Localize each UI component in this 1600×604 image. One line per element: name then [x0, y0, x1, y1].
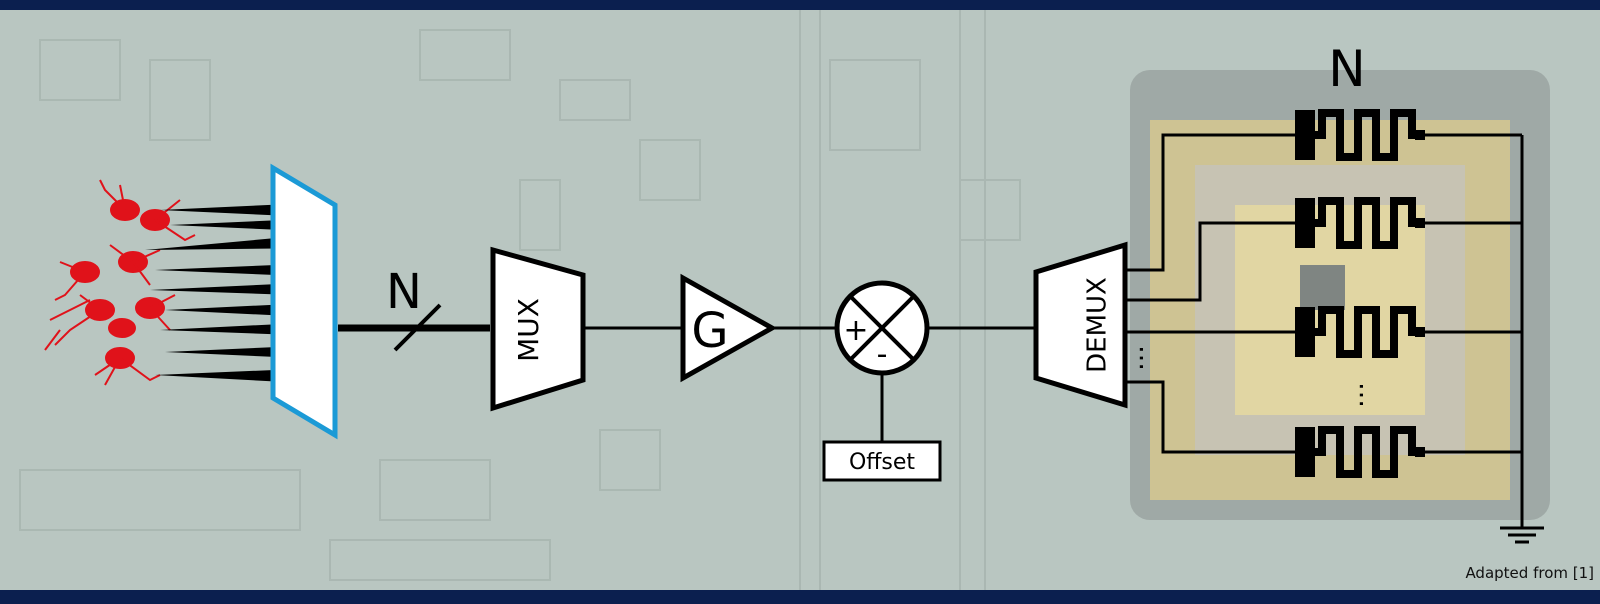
ground-icon: [1500, 526, 1544, 544]
chip-background: [1130, 70, 1550, 520]
demux-output-wires: [1125, 133, 1524, 528]
plus-sign: +: [843, 313, 868, 348]
sensor-ellipsis: …: [1340, 382, 1370, 408]
neuron-cluster: [44, 179, 196, 386]
sensor-resistor-3: [1295, 306, 1425, 358]
offset-label: Offset: [849, 450, 915, 475]
summing-cross-2: [848, 294, 916, 362]
caption-text: Adapted from [1]: [1465, 564, 1594, 582]
demux-block: [1033, 241, 1128, 409]
sensor-resistor-2: [1295, 197, 1425, 249]
offset-box: [822, 440, 942, 482]
mux-label: MUX: [512, 298, 545, 362]
sensor-count-label: N: [1328, 40, 1365, 98]
pcb-texture: [19, 10, 1021, 590]
demux-label: DEMUX: [1083, 277, 1113, 373]
sensor-resistor-4: [1295, 426, 1425, 478]
gain-amplifier: [680, 273, 778, 383]
mux-block: [490, 246, 586, 412]
demux-ellipsis: …: [1120, 345, 1150, 371]
minus-sign: -: [877, 337, 888, 372]
bus-slash: [393, 303, 442, 352]
sensor-resistor-1: [1295, 109, 1425, 161]
bus-count-label: N: [386, 264, 422, 320]
gain-label: G: [691, 303, 728, 359]
electrode-array-frame: [270, 163, 338, 440]
